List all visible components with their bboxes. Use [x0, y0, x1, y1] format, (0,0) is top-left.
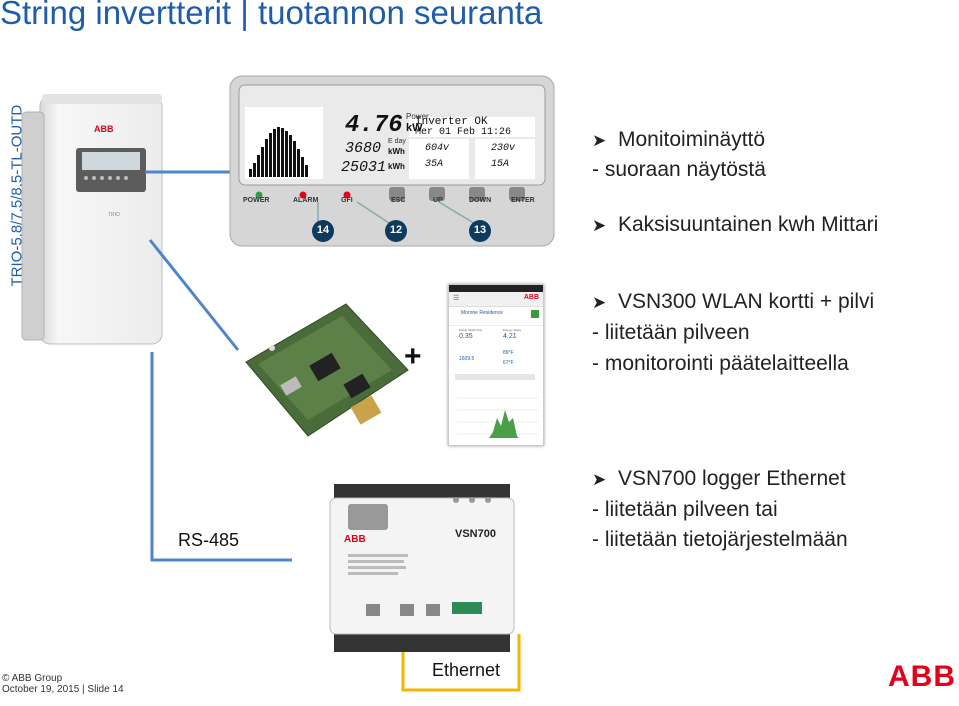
button-esc-label: ESC	[391, 197, 406, 204]
dc-voltage: 604v	[425, 143, 450, 154]
app-energy-chart	[457, 397, 539, 438]
app-kpis: Power Right Now 0.35 Energy Today 4.21 1…	[449, 326, 543, 388]
abb-logo: ABB	[888, 660, 956, 693]
svg-text:ABB: ABB	[94, 124, 114, 134]
app-site-name: Morone Residence	[461, 310, 503, 316]
arrow-bullet-icon: ➤	[592, 216, 607, 235]
connector-ethernet	[401, 634, 521, 692]
bullet-head: Kaksisuuntainen kwh Mittari	[618, 213, 879, 236]
power-unit: kW	[406, 122, 423, 134]
callout-13: 13	[473, 224, 487, 236]
ac-current: 15A	[491, 159, 510, 170]
kpi4-value: 89°F	[503, 350, 514, 356]
bullet-sub: - liitetään pilveen	[592, 321, 750, 344]
arrow-bullet-icon: ➤	[592, 131, 607, 150]
button-up-label: UP	[433, 197, 443, 204]
dc-current: 35A	[425, 159, 444, 170]
plus-sign: +	[404, 340, 422, 373]
bullet-head: Monitoiminäyttö	[618, 128, 766, 151]
display-panel-graphic	[229, 75, 555, 247]
bullet-sub: - suoraan näytöstä	[592, 158, 766, 181]
vsn700-logger-image	[329, 484, 515, 652]
vsn700-brand: ABB	[344, 534, 366, 545]
status-line1: Inverter OK	[415, 116, 488, 128]
check-icon	[531, 310, 539, 318]
app-status-bar	[449, 285, 543, 292]
app-period-tabs[interactable]	[455, 374, 535, 380]
eday-unit: kWh	[388, 147, 405, 156]
footer-copyright: © ABB Group	[2, 673, 63, 684]
bullet-sub: - monitorointi päätelaitteella	[592, 352, 849, 375]
app-header: ☰ ABB	[449, 292, 543, 307]
bullet-vsn300: ➤ VSN300 WLAN kortti + pilvi	[592, 287, 874, 318]
inverter-image: ABB TRIO	[21, 94, 163, 345]
ethernet-label: Ethernet	[432, 660, 501, 680]
connector-rs485	[150, 352, 292, 562]
eday-value: 3680	[345, 140, 382, 157]
display-panel: 4.76 Power kW 3680 E day kWh 25031 kWh I…	[229, 75, 555, 247]
power-label: Power	[406, 112, 429, 121]
kpi2-label: Energy Today	[503, 328, 522, 332]
ac-voltage: 230v	[491, 143, 516, 154]
kpi1-value: 0.35	[459, 333, 473, 340]
abb-logo-icon: ABB	[523, 294, 539, 301]
app-site-row: Morone Residence	[449, 307, 543, 326]
footer-date-slide: October 19, 2015 | Slide 14	[2, 684, 124, 695]
bullet-sub: - liitetään pilveen tai	[592, 498, 778, 521]
button-down-label: DOWN	[469, 197, 492, 204]
bullet-head: VSN700 logger Ethernet	[618, 467, 846, 490]
vsn300-board-image	[245, 303, 409, 437]
bullet-kwh-meter: ➤ Kaksisuuntainen kwh Mittari	[592, 210, 878, 241]
button-power-label: POWER	[243, 197, 270, 204]
eday-label: E day	[388, 138, 406, 145]
etot-unit: kWh	[388, 162, 405, 171]
arrow-bullet-icon: ➤	[592, 293, 607, 312]
bullet-sub: - liitetään tietojärjestelmään	[592, 528, 848, 551]
connector-wlan	[148, 239, 240, 351]
kpi3-value: 1609.5	[459, 356, 475, 362]
vsn700-model-label: VSN700	[455, 528, 496, 540]
svg-text:TRIO: TRIO	[108, 212, 120, 218]
status-line2: Mer 01 Feb 11:26	[415, 127, 512, 138]
menu-icon: ☰	[453, 295, 460, 302]
callout-14: 14	[316, 224, 330, 236]
button-alarm-label: ALARM	[293, 197, 319, 204]
bullet-head: VSN300 WLAN kortti + pilvi	[618, 290, 875, 313]
power-value: 4.76	[345, 112, 403, 139]
button-gfi-label: GFI	[341, 197, 353, 204]
footer: © ABB Group October 19, 2015 | Slide 14	[2, 673, 124, 695]
arrow-bullet-icon: ➤	[592, 470, 607, 489]
etot-value: 25031	[341, 159, 387, 176]
rs485-label: RS-485	[178, 530, 240, 550]
kpi2-value: 4.21	[503, 333, 517, 340]
kpi5-value: 67°F	[503, 360, 514, 366]
bullet-vsn700: ➤ VSN700 logger Ethernet	[592, 464, 846, 495]
callout-12: 12	[389, 224, 403, 236]
app-screenshot: ☰ ABB Morone Residence Power Right Now 0…	[448, 284, 544, 446]
bullet-monitoring: ➤ Monitoiminäyttö	[592, 125, 765, 156]
button-enter-label: ENTER	[511, 197, 535, 204]
kpi1-label: Power Right Now	[459, 328, 483, 332]
page-title: String invertterit | tuotannon seuranta	[0, 0, 543, 31]
